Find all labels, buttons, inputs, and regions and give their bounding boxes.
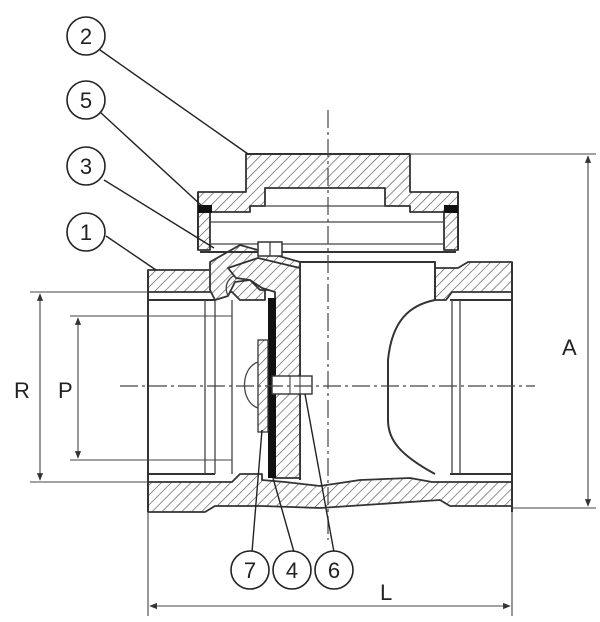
dimension-a <box>410 153 596 509</box>
svg-text:7: 7 <box>244 558 256 583</box>
valve-body <box>147 244 513 513</box>
hinge-pin <box>257 241 283 257</box>
callout-4: 4 <box>272 550 312 590</box>
left-bore <box>204 300 233 474</box>
callout-2: 2 <box>66 16 106 56</box>
callout-7: 7 <box>230 550 270 590</box>
body-cavity <box>299 261 436 480</box>
body-right-upper-wall <box>434 261 513 301</box>
disc-boss <box>244 361 259 409</box>
bonnet-inner-lines <box>210 205 444 245</box>
callout-5: 5 <box>66 80 106 120</box>
body-right-end <box>450 262 513 512</box>
svg-text:5: 5 <box>80 88 92 113</box>
svg-text:4: 4 <box>286 558 298 583</box>
body-left-end <box>147 270 215 512</box>
callout-3: 3 <box>66 146 106 186</box>
gasket-left <box>198 205 212 213</box>
body-left-lower-wall <box>147 473 513 513</box>
dimension-l <box>147 512 513 616</box>
svg-text:6: 6 <box>328 558 340 583</box>
leader-lines <box>99 49 335 553</box>
svg-text:3: 3 <box>80 154 92 179</box>
callout-6: 6 <box>314 550 354 590</box>
outlet-curve <box>387 299 436 475</box>
dim-label-l: L <box>380 580 392 605</box>
svg-text:1: 1 <box>80 220 92 245</box>
svg-text:2: 2 <box>80 24 92 49</box>
dim-label-p: P <box>58 378 73 403</box>
right-bore <box>451 300 461 474</box>
dim-label-a: A <box>562 335 577 360</box>
dimension-p <box>70 315 232 461</box>
disc-screw <box>271 375 313 395</box>
callout-1: 1 <box>66 212 106 252</box>
dimension-r <box>30 291 148 483</box>
gasket-right <box>444 205 458 213</box>
dim-label-r: R <box>14 378 30 403</box>
